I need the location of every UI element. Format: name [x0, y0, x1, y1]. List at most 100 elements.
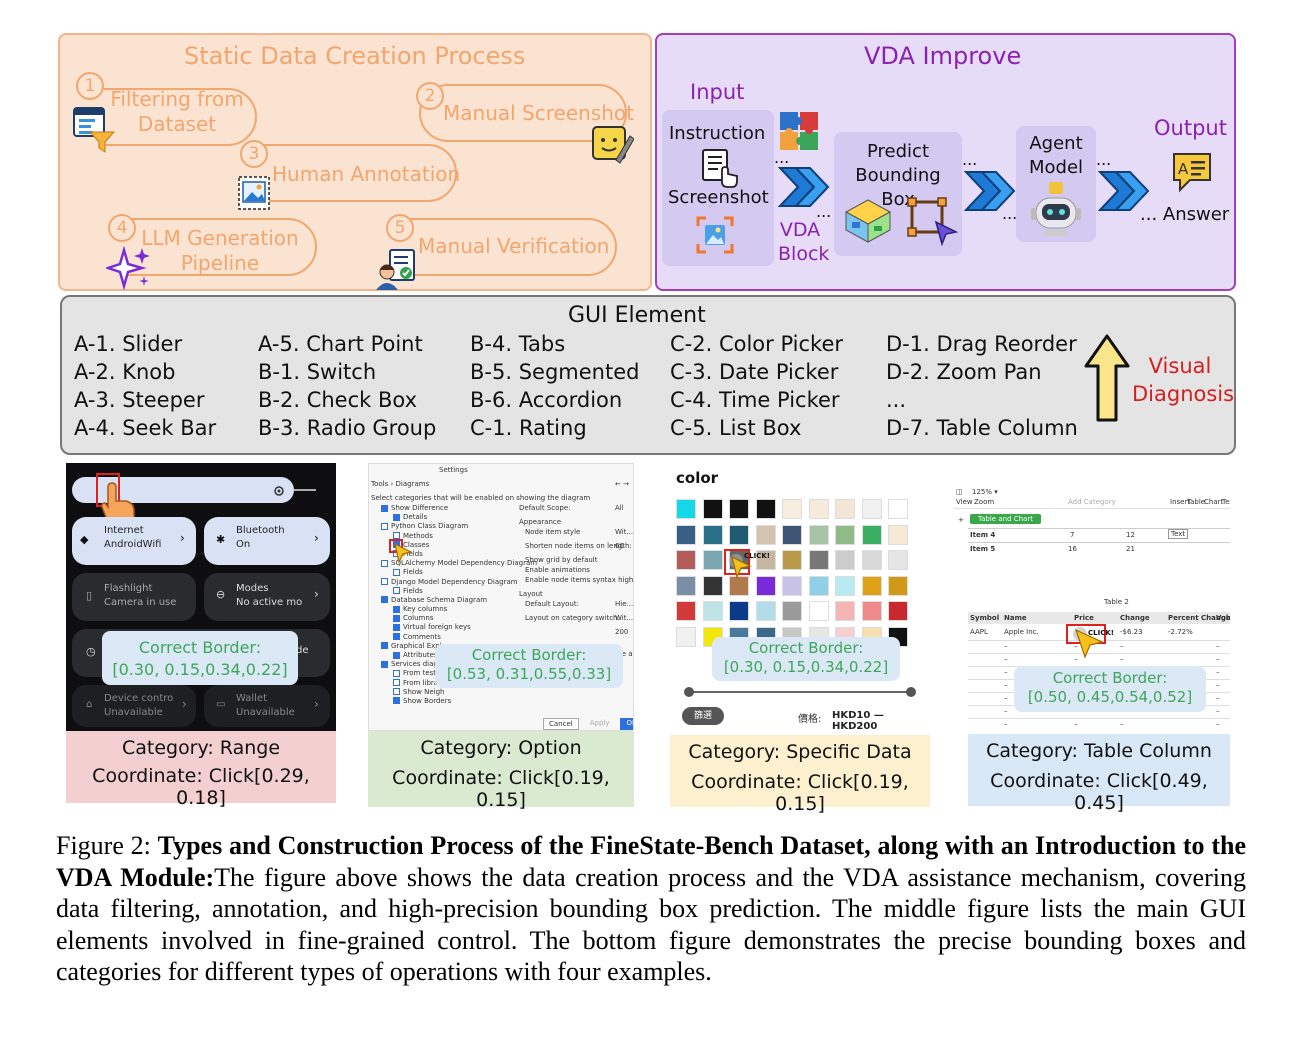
color-swatch[interactable]: [782, 499, 802, 519]
tree-item[interactable]: Show Borders: [371, 697, 517, 706]
checkbox[interactable]: [393, 513, 400, 521]
setting-item[interactable]: All: [615, 504, 624, 512]
toolbar-table[interactable]: Table: [1187, 498, 1206, 506]
color-swatch[interactable]: [782, 575, 802, 596]
sheet-tab[interactable]: Table and Chart: [970, 514, 1041, 524]
color-swatch[interactable]: [676, 499, 696, 519]
tile-device-controls[interactable]: ⌂ Device contro Unavailable ›: [72, 685, 196, 727]
tile-wallet[interactable]: ▭ Wallet Unavailable ›: [204, 685, 330, 727]
column-header[interactable]: Price: [1074, 614, 1094, 622]
column-header[interactable]: Change: [1120, 614, 1150, 622]
checkbox[interactable]: [393, 651, 400, 659]
checkbox[interactable]: [393, 697, 400, 705]
tree-item[interactable]: Comments: [371, 633, 517, 642]
checkbox[interactable]: [393, 568, 400, 576]
column-header[interactable]: Name: [1004, 614, 1027, 622]
checkbox[interactable]: [381, 596, 388, 604]
setting-item[interactable]: Enable animations: [525, 566, 590, 574]
color-swatch[interactable]: [755, 524, 776, 545]
color-swatch[interactable]: [702, 550, 723, 570]
tree-item[interactable]: From tests: [371, 669, 517, 678]
color-swatch[interactable]: [729, 524, 749, 545]
tree-item[interactable]: Fields: [371, 568, 517, 577]
tree-item[interactable]: Django Model Dependency Diagram: [371, 578, 518, 587]
color-swatch[interactable]: [729, 575, 749, 596]
checkbox[interactable]: [393, 679, 400, 687]
color-swatch[interactable]: [676, 626, 696, 647]
apply-button[interactable]: Apply: [589, 719, 610, 727]
color-swatch[interactable]: [888, 499, 908, 519]
color-swatch[interactable]: [861, 601, 882, 621]
tree-item[interactable]: Python Class Diagram: [371, 522, 517, 531]
tree-item[interactable]: Graphical Expl: [371, 642, 517, 651]
color-swatch[interactable]: [755, 499, 776, 519]
setting-item[interactable]: Wit...ter: [615, 614, 634, 622]
tree-item[interactable]: Key columns: [371, 605, 517, 614]
checkbox[interactable]: [381, 522, 388, 530]
color-swatch[interactable]: [888, 601, 908, 621]
checkbox[interactable]: [381, 504, 388, 512]
add-category-label[interactable]: Add Category: [1068, 498, 1116, 506]
column-header[interactable]: Percent Change: [1168, 614, 1230, 622]
column-header[interactable]: Volum: [1216, 614, 1230, 622]
color-swatch[interactable]: [835, 601, 855, 621]
checkbox[interactable]: [393, 532, 400, 540]
setting-item[interactable]: Enable node items syntax highlighting: [525, 576, 634, 584]
color-swatch[interactable]: [808, 601, 829, 621]
checkbox[interactable]: [381, 660, 388, 668]
tree-item[interactable]: Details: [371, 513, 517, 522]
color-swatch[interactable]: [888, 524, 908, 545]
color-swatch[interactable]: [861, 499, 882, 519]
checkbox[interactable]: [393, 633, 400, 641]
color-swatch[interactable]: [808, 550, 829, 570]
tile-bluetooth[interactable]: ✱ Bluetooth On ›: [204, 517, 330, 565]
tree-item[interactable]: Show Difference: [371, 504, 517, 513]
color-swatch[interactable]: [755, 550, 776, 570]
checkbox[interactable]: [393, 669, 400, 677]
tile-modes[interactable]: ⊖ Modes No active mo ›: [204, 573, 330, 621]
color-swatch[interactable]: [861, 575, 882, 596]
color-swatch[interactable]: [888, 550, 908, 570]
setting-item[interactable]: Hie...: [615, 600, 634, 608]
tile-internet[interactable]: ◆ Internet AndroidWifi ›: [72, 517, 196, 565]
color-swatch[interactable]: [835, 524, 855, 545]
color-swatch[interactable]: [808, 575, 829, 596]
cancel-button[interactable]: Cancel: [543, 718, 579, 730]
color-swatch[interactable]: [676, 601, 696, 621]
price-slider-max-handle[interactable]: [906, 687, 916, 697]
setting-item[interactable]: Show grid by default: [525, 556, 598, 564]
color-swatch[interactable]: [782, 524, 802, 545]
color-swatch[interactable]: [702, 524, 723, 545]
tree-item[interactable]: From librari: [371, 679, 517, 688]
tree-item[interactable]: Attributes: [371, 651, 517, 660]
color-swatch[interactable]: [782, 601, 802, 621]
toolbar-insert[interactable]: Insert: [1170, 498, 1191, 506]
checkbox[interactable]: [393, 587, 400, 595]
color-swatch[interactable]: [702, 601, 723, 621]
checkbox[interactable]: [393, 614, 400, 622]
checkbox[interactable]: [381, 642, 388, 650]
color-swatch[interactable]: [729, 601, 749, 621]
checkbox[interactable]: [393, 605, 400, 613]
color-swatch[interactable]: [676, 575, 696, 596]
nav-arrows-icon[interactable]: ← →: [615, 480, 629, 488]
tree-item[interactable]: SQLAlchemy Model Dependency Diagram: [371, 559, 537, 568]
setting-item[interactable]: Wit...: [615, 528, 634, 536]
add-sheet-icon[interactable]: +: [958, 516, 964, 524]
color-swatch[interactable]: [808, 524, 829, 545]
sidebar-toggle-icon[interactable]: ◫: [956, 488, 963, 496]
tree-item[interactable]: Virtual foreign keys: [371, 623, 517, 632]
toolbar-text[interactable]: Text: [1222, 498, 1230, 506]
price-slider-min-handle[interactable]: [684, 687, 694, 697]
checkbox[interactable]: [393, 623, 400, 631]
color-swatch[interactable]: [861, 524, 882, 545]
color-swatch[interactable]: [729, 499, 749, 519]
color-swatch[interactable]: [755, 575, 776, 596]
checkbox[interactable]: [381, 578, 388, 585]
color-swatch[interactable]: [676, 524, 696, 545]
setting-item[interactable]: 60: [615, 542, 624, 550]
ok-button[interactable]: OK: [620, 718, 633, 730]
toolbar-chart[interactable]: Chart: [1204, 498, 1224, 506]
color-swatch[interactable]: [861, 550, 882, 570]
color-swatch[interactable]: [808, 499, 829, 519]
